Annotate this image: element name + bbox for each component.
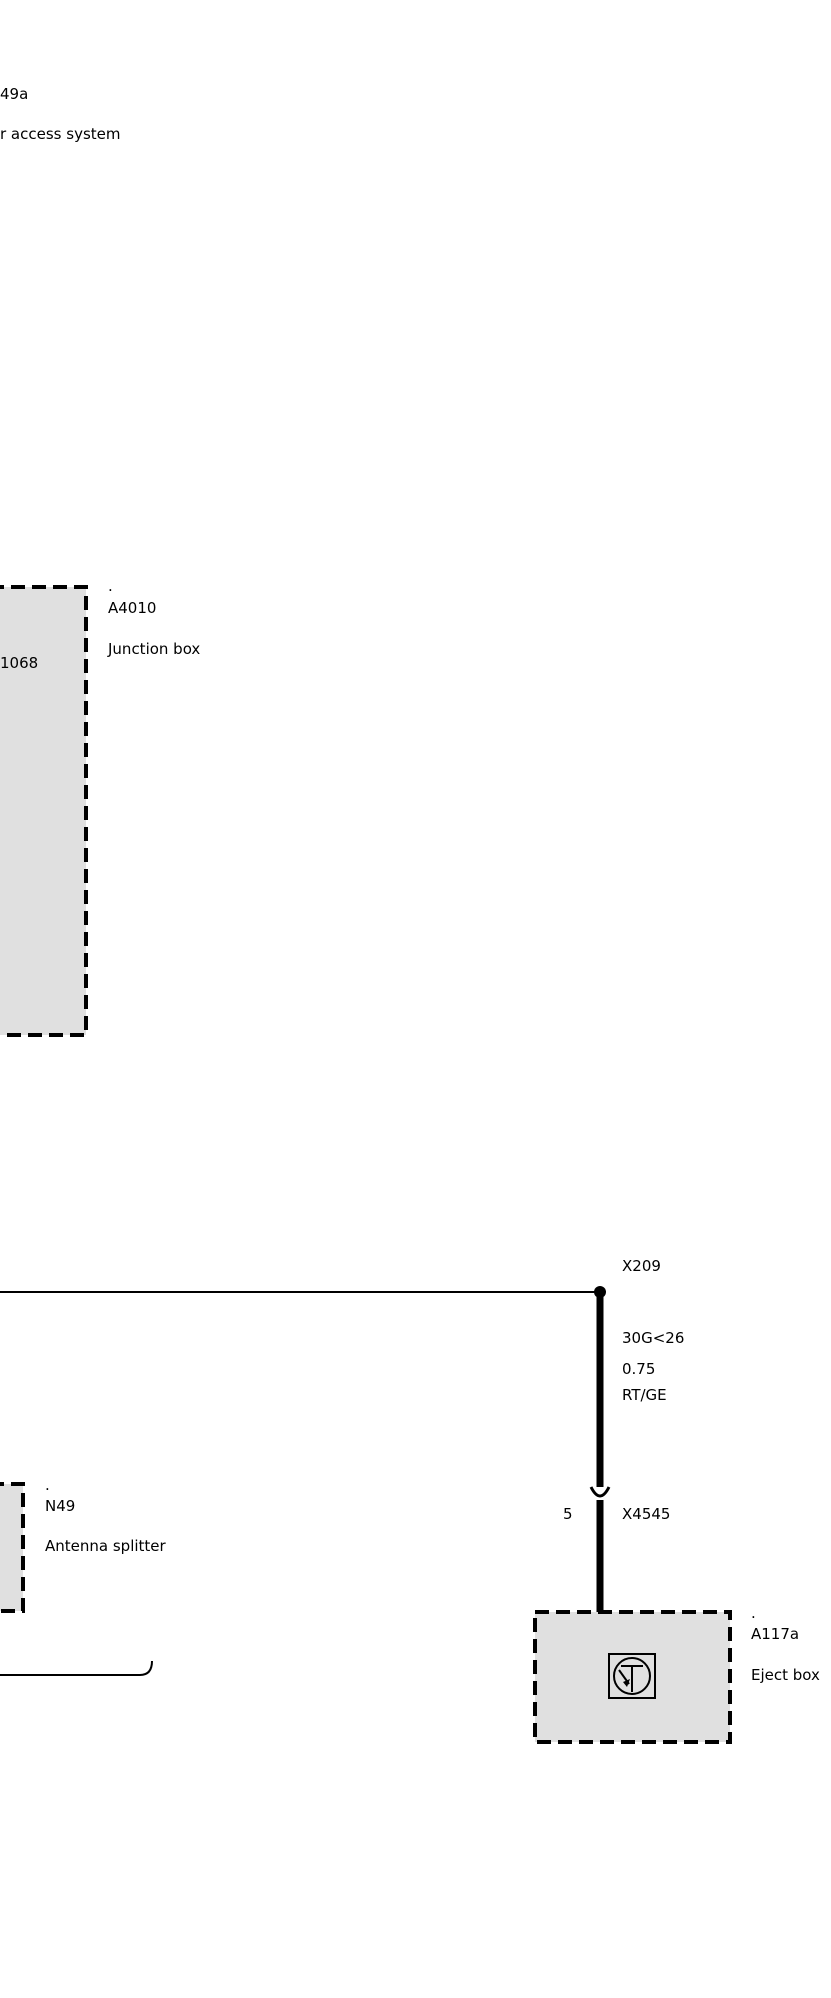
junction-box-body <box>0 585 88 1037</box>
junction-box: 1068 <box>0 585 88 1037</box>
antenna-splitter-body <box>0 1482 25 1613</box>
transistor-icon <box>608 1653 656 1699</box>
connector-pin: 5 <box>563 1505 573 1523</box>
top-component-id: 49a <box>0 85 28 103</box>
connector-id: X4545 <box>622 1505 670 1523</box>
splice-label: X209 <box>622 1257 661 1275</box>
connector-symbol <box>589 1486 611 1498</box>
wire-color-code: RT/GE <box>622 1386 667 1404</box>
grouping-bracket <box>0 1660 153 1676</box>
junction-box-dot: . <box>108 577 113 595</box>
eject-box-id: A117a <box>751 1625 799 1643</box>
wire-signal: 30G<26 <box>622 1329 684 1347</box>
junction-box-inner-label: 1068 <box>0 654 38 672</box>
wire-cross-section: 0.75 <box>622 1360 655 1378</box>
antenna-splitter-name: Antenna splitter <box>45 1537 167 1555</box>
antenna-splitter-id: N49 <box>45 1497 75 1515</box>
eject-box <box>533 1610 732 1744</box>
junction-box-name: Junction box <box>107 640 200 658</box>
top-component-name: r access system <box>0 125 120 143</box>
eject-box-name: Eject box <box>751 1666 820 1684</box>
antenna-splitter-dot: . <box>45 1476 50 1494</box>
junction-box-id: A4010 <box>108 599 156 617</box>
eject-box-dot: . <box>751 1604 756 1622</box>
